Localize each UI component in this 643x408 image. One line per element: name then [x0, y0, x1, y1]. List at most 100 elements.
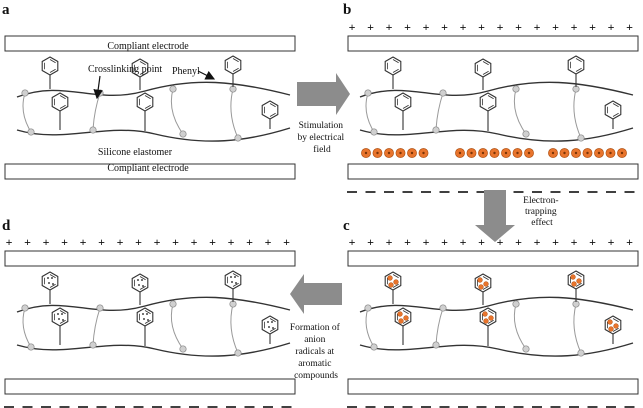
arrow-c-to-d-line-2: anion — [304, 335, 325, 345]
panel-c-plus-charge: + — [626, 235, 633, 249]
panel-b-plus-charge: + — [571, 20, 578, 34]
benzene-double-bond — [612, 103, 619, 108]
arrow-b-to-c-line-1: Electron- — [523, 196, 558, 206]
trapped-electron — [482, 311, 488, 317]
benzene-double-bond — [402, 104, 409, 109]
panel-b-phenyl-group — [474, 58, 492, 78]
arrow-c-to-d-line-5: compounds — [294, 371, 338, 381]
trapped-electron — [478, 284, 484, 290]
panel-b-electron-core — [574, 151, 578, 155]
panel-b-electron-core — [586, 151, 589, 155]
panel-b-plus-charge: + — [460, 20, 467, 34]
benzene-double-bond — [575, 58, 582, 63]
benzene-double-bond — [59, 95, 66, 100]
benzene-double-bond — [402, 310, 409, 315]
radical-dot — [51, 277, 53, 279]
benzene-double-bond — [144, 319, 151, 324]
panel-b-crosslink-node — [577, 134, 585, 142]
radical-dot — [235, 282, 237, 284]
benzene-double-bond — [49, 59, 56, 64]
panel-a-top-electrode — [4, 35, 296, 52]
panel-c-letter: c — [343, 218, 350, 234]
panel-a-phenyl-group — [224, 55, 242, 75]
radical-dot — [272, 327, 274, 329]
panel-b-chain-lower — [359, 127, 634, 142]
benzene-double-bond — [612, 327, 619, 332]
panel-c-plus-charge: + — [515, 235, 522, 249]
panel-a-crosslink-node — [89, 126, 97, 134]
panel-c-crosslink-bridge — [365, 307, 375, 348]
panel-d-plus-charge: + — [43, 235, 50, 249]
panel-d-crosslink-node — [27, 343, 35, 351]
panel-a-bottom-electrode — [4, 163, 296, 180]
panel-c-phenyl-group — [474, 273, 492, 293]
benzene-double-bond — [269, 112, 276, 117]
panel-b-plus-charge: + — [534, 20, 541, 34]
panel-c-crosslink-bridge — [573, 303, 582, 354]
panel-b-electron-core — [527, 151, 531, 155]
panel-d-plus-charge: + — [154, 235, 161, 249]
panel-d-plus-charge: + — [228, 235, 235, 249]
radical-dot — [143, 318, 145, 320]
panel-b-plus-charge: + — [349, 20, 356, 34]
trapped-electron — [570, 274, 576, 280]
benzene-double-bond — [232, 67, 239, 72]
benzene-double-bond — [144, 310, 151, 315]
panel-b-plus-charge: + — [441, 20, 448, 34]
radical-dot — [142, 285, 144, 287]
panel-d-phenyl-group — [51, 307, 69, 327]
panel-b-crosslink-node — [522, 130, 530, 138]
panel-c-plus-charge: + — [460, 235, 467, 249]
panel-c-phenyl-group — [479, 307, 497, 327]
panel-c-crosslink-node — [432, 341, 440, 349]
panel-b-phenyl-group — [479, 92, 497, 112]
panel-a-phenyl-group — [261, 100, 279, 120]
panel-a-letter: a — [2, 2, 10, 18]
benzene-double-bond — [487, 95, 494, 100]
panel-b-plus-charge: + — [423, 20, 430, 34]
benzene-double-bond — [49, 283, 56, 288]
trapped-electron — [477, 277, 483, 283]
benzene-double-bond — [402, 95, 409, 100]
panel-a-chain-upper — [16, 81, 291, 98]
radical-dot — [138, 284, 140, 286]
radical-dot — [230, 276, 232, 278]
radical-dot — [231, 281, 233, 283]
trapped-electron — [387, 275, 393, 281]
panel-d-chain-lower — [16, 342, 291, 357]
panel-c-plus-charge: + — [497, 235, 504, 249]
panel-d-plus-charge: + — [191, 235, 198, 249]
panel-b-electron-core — [470, 151, 473, 155]
panel-d-plus-charge: + — [265, 235, 272, 249]
panel-c-crosslink-node — [512, 300, 520, 308]
benzene-double-bond — [59, 319, 66, 324]
panel-c-phenyl-group — [604, 315, 622, 335]
benzene-double-bond — [392, 274, 399, 279]
panel-b-crosslink-node — [364, 89, 372, 97]
trapped-electron — [483, 281, 489, 287]
panel-b-crosslink-bridge — [573, 88, 582, 139]
silicone-elastomer-label: Silicone elastomer — [98, 147, 173, 158]
panel-b-electron-core — [376, 151, 379, 155]
radical-dot — [267, 321, 269, 323]
panel-b-electron-core — [422, 151, 425, 155]
panel-d-chain-upper — [16, 296, 291, 313]
panel-b-phenyl-group — [567, 55, 585, 75]
panel-b-phenyl-group — [394, 92, 412, 112]
panel-b-electron-core — [458, 151, 462, 155]
arrow-a-to-b-line-2: by electrical — [297, 133, 344, 143]
panel-b-bottom-electrode — [347, 163, 639, 180]
benzene-double-bond — [392, 59, 399, 64]
benzene-double-bond — [232, 273, 239, 278]
crosslinking-point-pointer — [93, 75, 103, 100]
panel-a-crosslink-bridge — [230, 88, 239, 139]
panel-c-crosslink-node — [577, 349, 585, 357]
panel-b-plus-charge: + — [608, 20, 615, 34]
panel-d-plus-charge: + — [117, 235, 124, 249]
panel-b-crosslink-node — [432, 126, 440, 134]
panel-a-crosslink-bridge — [92, 92, 101, 131]
panel-a-phenyl-group — [136, 92, 154, 112]
panel-c-plus-charge: + — [404, 235, 411, 249]
radical-dot — [61, 313, 63, 315]
